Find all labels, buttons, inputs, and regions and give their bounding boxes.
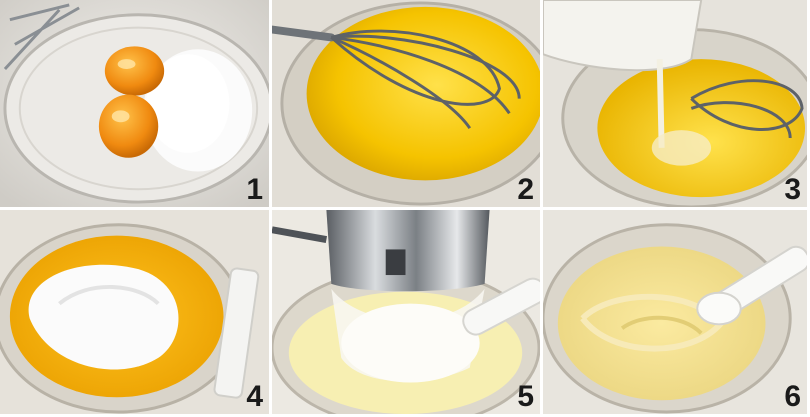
step-2-photo xyxy=(272,0,540,207)
step-1-panel: 1 xyxy=(0,0,272,210)
step-2-number: 2 xyxy=(517,173,534,206)
step-3-photo xyxy=(543,0,807,207)
step-6-panel: 6 xyxy=(543,210,810,417)
step-4-number: 4 xyxy=(246,380,263,413)
step-1-photo xyxy=(0,0,269,207)
step-3-number: 3 xyxy=(784,173,801,206)
step-3-panel: 3 xyxy=(543,0,810,210)
step-5-panel: 5 xyxy=(272,210,543,417)
step-4-panel: 4 xyxy=(0,210,272,417)
step-5-photo xyxy=(272,210,540,414)
step-2-panel: 2 xyxy=(272,0,543,210)
step-6-photo xyxy=(543,210,807,414)
step-5-number: 5 xyxy=(517,380,534,413)
step-6-number: 6 xyxy=(784,380,801,413)
step-1-number: 1 xyxy=(246,173,263,206)
step-4-photo xyxy=(0,210,269,414)
